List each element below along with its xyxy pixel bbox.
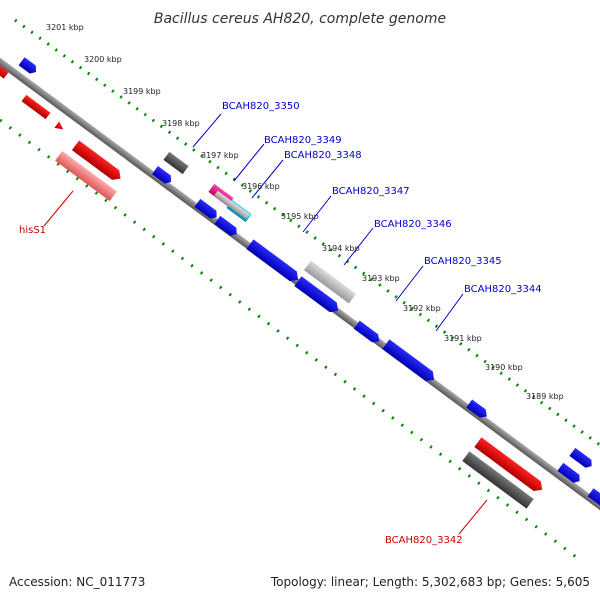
ruler-label: 3198 kbp: [162, 119, 200, 128]
topology-text: Topology: linear; Length: 5,302,683 bp; …: [270, 575, 590, 589]
gene-arrow[interactable]: [54, 121, 65, 132]
gene-arrow-BCAH820_3347[interactable]: [214, 215, 239, 238]
ruler-label: 3192 kbp: [403, 304, 441, 313]
ruler-line-upper: [14, 18, 600, 447]
gene-arrow[interactable]: [18, 57, 39, 76]
gene-arrow[interactable]: [294, 276, 341, 315]
gene-arrow[interactable]: [466, 399, 490, 420]
map-area: 3201 kbp 3200 kbp 3199 kbp 3198 kbp 3197…: [0, 18, 600, 562]
gene-arrow[interactable]: [71, 140, 124, 184]
gene-label-BCAH820_3349[interactable]: BCAH820_3349: [264, 135, 342, 146]
gene-arrow[interactable]: [214, 190, 250, 220]
gene-label-BCAH820_3345[interactable]: BCAH820_3345: [424, 256, 502, 267]
gene-arrow[interactable]: [194, 198, 219, 221]
gene-label-BCAH820_3347[interactable]: BCAH820_3347: [332, 186, 410, 197]
ruler-label: 3191 kbp: [444, 334, 482, 343]
ruler-label: 3190 kbp: [485, 363, 523, 372]
gene-arrow[interactable]: [151, 166, 174, 186]
label-leader-lines: [192, 113, 464, 332]
ruler-line-lower: [0, 118, 581, 562]
gene-arrow[interactable]: [0, 66, 9, 79]
gene-label-BCAH820_3348[interactable]: BCAH820_3348: [284, 150, 362, 161]
ruler-label: 3195 kbp: [281, 212, 319, 221]
label-leader-lines-red: [43, 190, 488, 535]
gene-label-BCAH820_3344[interactable]: BCAH820_3344: [464, 284, 542, 295]
gene-arrow-BCAH820_3344[interactable]: [353, 320, 382, 346]
map-title: Bacillus cereus AH820, complete genome: [154, 11, 446, 27]
ruler-label: 3200 kbp: [84, 55, 122, 64]
accession-text: Accession: NC_011773: [9, 575, 145, 589]
gene-arrow[interactable]: [382, 339, 437, 384]
ruler-label: 3194 kbp: [322, 244, 360, 253]
gene-arrow-BCAH820_3342[interactable]: [462, 451, 534, 509]
ruler-label: 3199 kbp: [123, 87, 161, 96]
gene-arrow[interactable]: [569, 447, 594, 470]
gene-label-hisS1[interactable]: hisS1: [19, 225, 46, 236]
gene-arrow[interactable]: [557, 462, 582, 485]
gene-label-BCAH820_3346[interactable]: BCAH820_3346: [374, 219, 452, 230]
gene-arrow-BCAH820_3346[interactable]: [246, 239, 301, 284]
gene-label-BCAH820_3342[interactable]: BCAH820_3342: [385, 535, 463, 546]
gene-label-BCAH820_3350[interactable]: BCAH820_3350: [222, 101, 300, 112]
gene-arrow[interactable]: [474, 437, 545, 494]
ruler-label: 3193 kbp: [362, 274, 400, 283]
ruler-label: 3189 kbp: [526, 392, 564, 401]
gene-arrow-BCAH820_3350[interactable]: [163, 151, 189, 175]
gene-arrow[interactable]: [587, 488, 600, 506]
gene-arrow-hisS1[interactable]: [55, 150, 117, 202]
ruler-label: 3201 kbp: [46, 23, 84, 32]
ruler-label: 3197 kbp: [201, 151, 239, 160]
gene-arrow[interactable]: [21, 94, 51, 120]
gene-arrow-BCAH820_3345[interactable]: [303, 260, 357, 304]
